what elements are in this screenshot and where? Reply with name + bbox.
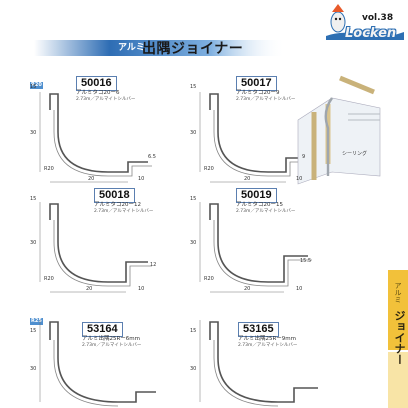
dim-bottom: 20 [244,286,251,292]
profile-drawings [39,92,318,407]
product-spec: 2.73m／アルマイトシルバー [76,97,136,102]
dim-radius: R20 [44,276,54,282]
product-code: 50017 [236,76,277,91]
product-name: アルミ出隅25Rー6mm [82,336,140,342]
product-spec: 2.73m／アルマイトシルバー [82,343,142,348]
volume-label: vol.38 [362,13,394,23]
dim-radius: R20 [204,166,214,172]
dim-top: 15 [190,328,197,334]
product-spec: 2.73m／アルマイトシルバー [94,209,154,214]
dim-side: 30 [190,130,197,136]
product-spec: 2.73m／アルマイトシルバー [238,343,298,348]
profile-50016 [49,93,152,177]
product-code: 50019 [236,188,277,203]
product-spec: 2.73m／アルマイトシルバー [236,97,296,102]
side-tab [388,270,408,350]
dim-bottom: 20 [88,176,95,182]
product-code: 50016 [76,76,117,91]
dim-bottom2: 10 [296,176,303,182]
dim-side: 30 [30,130,37,136]
dim-top: 15 [190,196,197,202]
dim-side: 30 [190,240,197,246]
title-banner [34,40,286,56]
brand-logo [326,4,404,40]
profile-50019 [209,203,312,287]
product-code: 53165 [238,322,279,337]
corner-illustration [297,75,381,185]
dim-bottom: 20 [244,176,251,182]
dim-radius: R20 [204,276,214,282]
dim-radius: R20 [44,166,54,172]
product-code: 53164 [82,322,123,337]
product-name: アルミ出隅25Rー9mm [238,336,296,342]
profile-53164 [49,321,156,407]
section-tag-r20: R20 [30,82,43,89]
dim-bottom2: 10 [138,176,145,182]
dim-side: 30 [30,366,37,372]
profile-50018 [49,203,152,287]
page-title: 出隅ジョイナー [142,41,244,57]
dim-top: 15 [30,84,37,90]
dim-bottom2: 10 [138,286,145,292]
dim-bottom2: 10 [296,286,303,292]
dim-side: 30 [190,366,197,372]
dim-right: 6.5 [148,154,156,160]
dim-side: 30 [30,240,37,246]
dim-right: 15.5 [300,258,312,264]
side-tab-prefix: アルミ [394,282,402,303]
product-name: アルミタコ20ー9 [236,90,280,96]
dim-top: 15 [30,328,37,334]
product-name: アルミタコ20ー6 [76,90,120,96]
product-spec: 2.73m／アルマイトシルバー [236,209,296,214]
dim-right: 9 [302,154,306,160]
side-tab-label: ジョイナー [393,310,406,365]
product-code: 50018 [94,188,135,203]
dim-top: 15 [190,84,197,90]
profile-53165 [209,321,318,407]
section-tag-r25: R25 [30,318,43,325]
profile-50017 [209,93,312,177]
sealing-label: シーリング [342,151,368,157]
dim-top: 15 [30,196,37,202]
dim-right: 12 [150,262,157,268]
side-tab-lower [388,352,408,408]
brand-wordmark: Locken [345,26,397,41]
product-name: アルミタコ20ー15 [236,202,283,208]
title-prefix: アルミ [118,43,145,53]
product-name: アルミタコ20ー12 [94,202,141,208]
dim-bottom: 20 [86,286,93,292]
